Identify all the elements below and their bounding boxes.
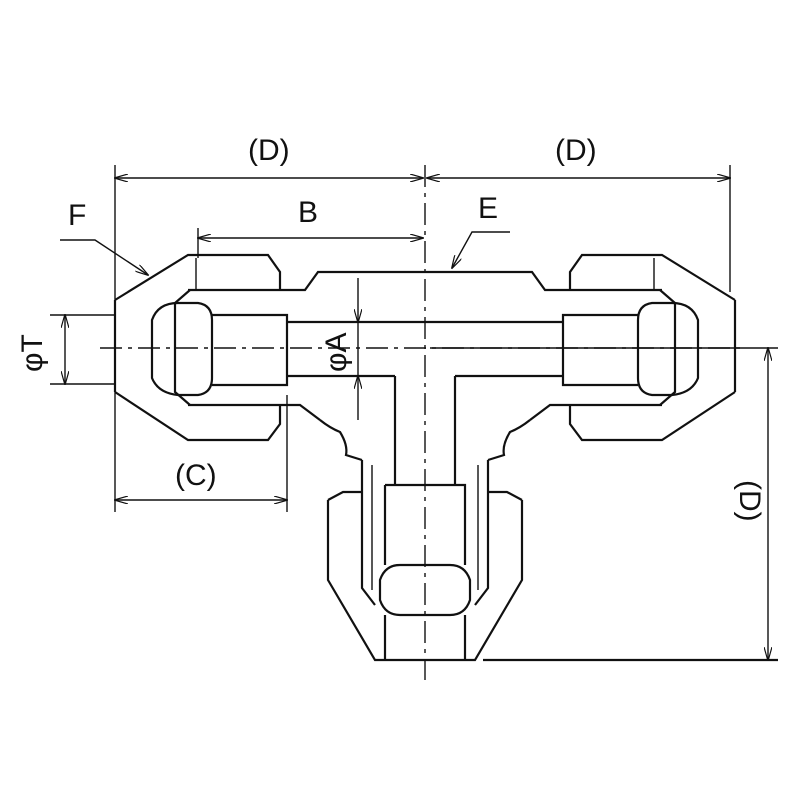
- label-d-right: (D): [555, 134, 597, 167]
- right-half: [423, 253, 737, 462]
- dimension-lines: [50, 165, 778, 662]
- branch-port: [326, 376, 524, 662]
- label-b: B: [298, 196, 318, 229]
- label-e: E: [478, 192, 498, 225]
- label-c: (C): [175, 459, 217, 492]
- label-phi-t: φT: [16, 334, 49, 372]
- label-d-vertical: (D): [733, 480, 766, 522]
- label-f: F: [68, 199, 86, 232]
- label-phi-a: φA: [320, 333, 353, 372]
- left-half: [113, 253, 427, 462]
- label-d-left: (D): [248, 134, 290, 167]
